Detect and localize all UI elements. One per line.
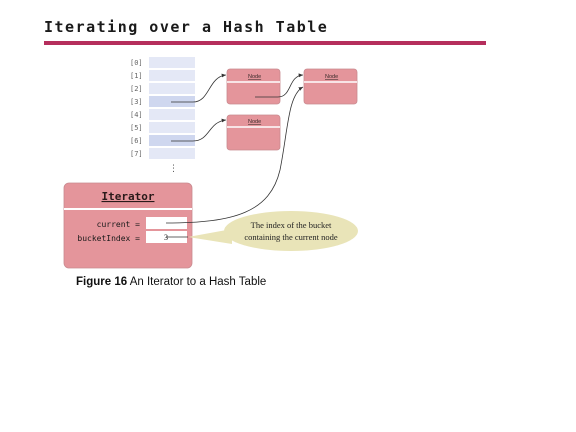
bucket-6 — [149, 135, 195, 146]
bucket-label: [0] — [130, 59, 143, 67]
iterator-title: Iterator — [102, 190, 155, 203]
node-b: Node — [303, 68, 358, 105]
iterator-object: Iterator current = bucketIndex = 3 — [63, 182, 193, 269]
bucket-label: [6] — [130, 137, 143, 145]
figure-caption-text: An Iterator to a Hash Table — [127, 276, 267, 288]
current-pointer — [165, 86, 304, 224]
node-label: Node — [248, 74, 261, 80]
bucket-7 — [149, 148, 195, 159]
slide-title: Iterating over a Hash Table — [44, 18, 329, 36]
title-rule — [44, 41, 486, 45]
bucket-1 — [149, 70, 195, 81]
bucket-index-field-value: 3 — [164, 233, 168, 242]
figure-caption: Figure 16 An Iterator to a Hash Table — [76, 276, 266, 288]
bucket-index-field-label: bucketIndex = — [77, 234, 140, 243]
bucket-3-pointer — [171, 73, 227, 103]
current-field-label: current = — [97, 220, 141, 229]
callout: The index of the bucket containing the c… — [166, 211, 358, 251]
bucket-label: [5] — [130, 124, 143, 132]
bucket-label: [1] — [130, 72, 143, 80]
callout-line-2: containing the current node — [244, 232, 337, 242]
bucket-label: [2] — [130, 85, 143, 93]
callout-line-1: The index of the bucket — [251, 220, 332, 230]
bucket-label: [4] — [130, 111, 143, 119]
node-next-pointer — [255, 73, 304, 98]
node-label: Node — [248, 119, 261, 125]
figure-number: Figure 16 — [76, 276, 128, 288]
bucket-3 — [149, 96, 195, 107]
bucket-0 — [149, 57, 195, 68]
node-c: Node — [226, 114, 281, 151]
bucket-5 — [149, 122, 195, 133]
bucket-label: [3] — [130, 98, 143, 106]
bucket-6-pointer — [171, 118, 227, 142]
bucket-2 — [149, 83, 195, 94]
node-label: Node — [325, 74, 338, 80]
bucket-label: [7] — [130, 150, 143, 158]
node-a: Node — [226, 68, 281, 105]
bucket-array: [0] [1] [2] [3] [4] [5] [6] [7] ⋮ — [130, 57, 195, 174]
ellipsis: ⋮ — [169, 164, 178, 174]
bucket-4 — [149, 109, 195, 120]
